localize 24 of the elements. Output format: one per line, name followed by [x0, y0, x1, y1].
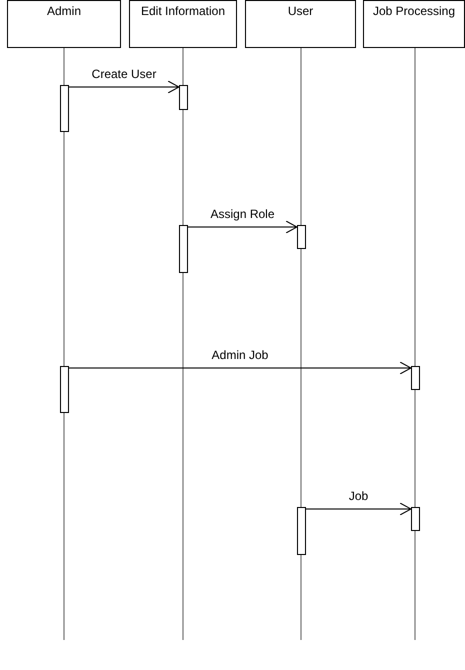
message-arrow: [306, 502, 412, 516]
participant-name: Job Processing: [372, 4, 456, 18]
participant-name: User: [288, 4, 314, 18]
participant-box: [245, 0, 356, 48]
activation-bar: [411, 366, 420, 390]
activation-bar: [179, 225, 188, 273]
participant-box: [129, 0, 237, 48]
message-label: Admin Job: [210, 348, 270, 362]
activation-bar: [60, 366, 69, 413]
participant-name: Edit Information: [140, 4, 226, 18]
message-arrow: [68, 362, 412, 374]
activation-bar: [297, 225, 306, 249]
message-label: Assign Role: [209, 207, 276, 221]
activation-bar: [179, 85, 188, 110]
message-label: Create User: [90, 67, 158, 81]
participant-name: Admin: [46, 4, 81, 18]
participant-box: [7, 0, 121, 48]
participant-box: [363, 0, 465, 48]
message-arrow: [188, 220, 298, 234]
message-label: Job: [348, 489, 370, 503]
message-arrow: [68, 80, 180, 94]
activation-bar: [411, 507, 420, 531]
activation-bar: [60, 85, 69, 132]
activation-bar: [297, 507, 306, 555]
